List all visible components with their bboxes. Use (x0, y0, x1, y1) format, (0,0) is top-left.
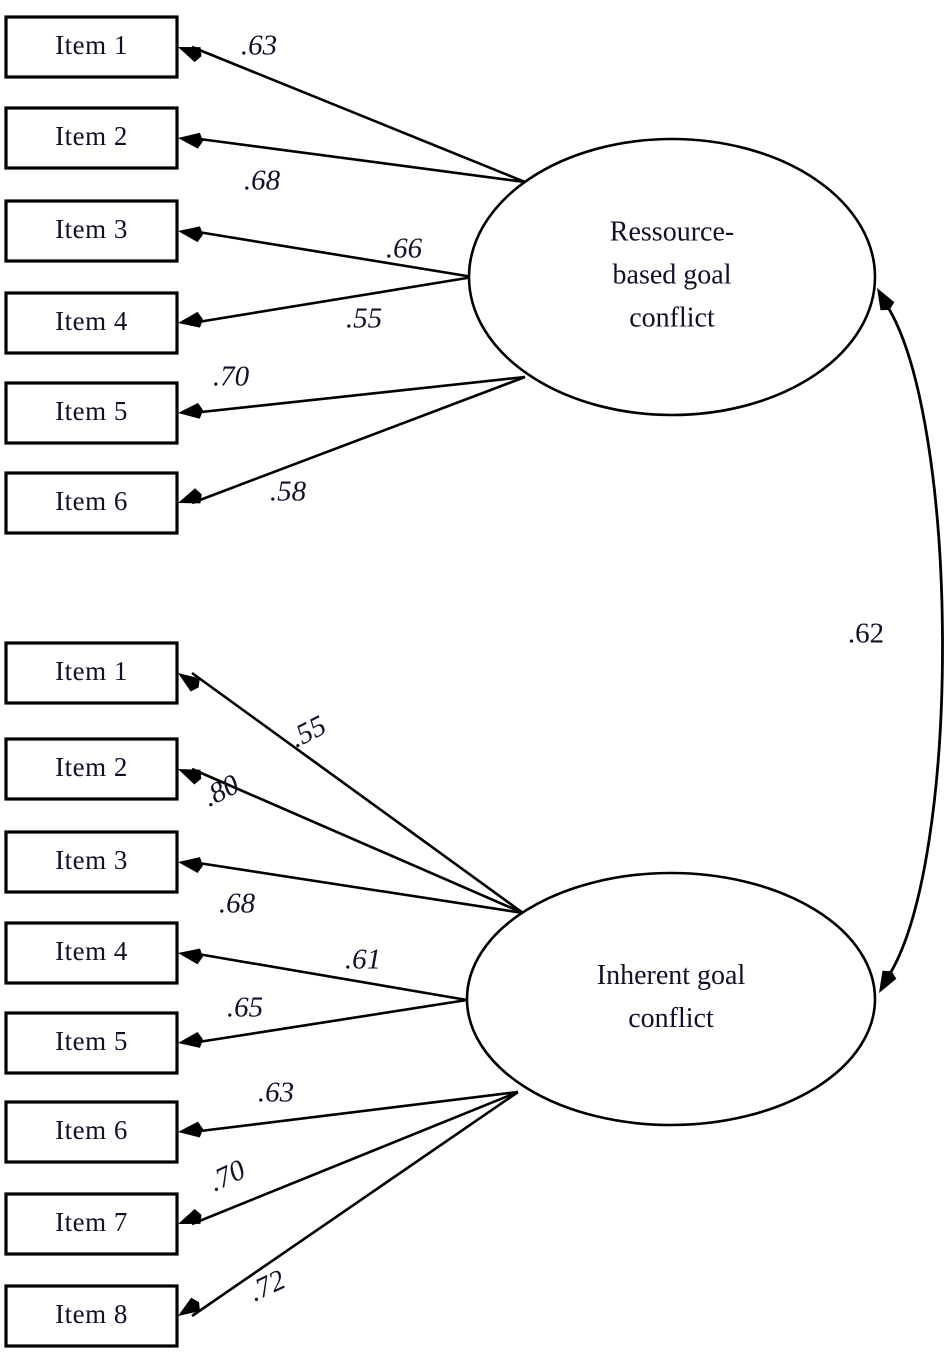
factor-loading-arrowhead (178, 311, 203, 328)
indicator-box[interactable]: Item 4 (4, 921, 179, 985)
indicator-label: Item 2 (55, 121, 128, 151)
indicator-label: Item 4 (55, 306, 128, 336)
factor-label-line: conflict (629, 302, 715, 333)
indicator-box[interactable]: Item 4 (4, 291, 179, 355)
indicator-label: Item 1 (55, 656, 128, 686)
factor-loading-path (191, 375, 526, 505)
covariance-coefficient: .62 (848, 618, 884, 650)
factor-loading-arrowhead (178, 857, 203, 873)
factor-loading-path (191, 275, 474, 325)
loading-coefficient: .68 (244, 165, 281, 197)
indicator-label: Item 5 (55, 1026, 128, 1056)
factor-loading-arrowhead (178, 226, 203, 243)
factor-loading-path (191, 45, 526, 184)
indicator-label: Item 5 (55, 396, 128, 426)
loading-coefficient: .68 (219, 888, 256, 920)
indicator-box[interactable]: Item 3 (4, 830, 179, 894)
indicator-box-outline (4, 199, 179, 263)
factor-ellipse-outline (467, 137, 877, 417)
indicator-box-outline (4, 291, 179, 355)
loading-coefficient: .66 (386, 233, 423, 265)
factor-loading-path (191, 951, 468, 1002)
loading-coefficient: .55 (346, 303, 382, 335)
indicator-label: Item 3 (55, 845, 128, 875)
factor-label-line: Ressource- (610, 216, 734, 247)
indicator-box-outline (4, 921, 179, 985)
indicator-box-outline (4, 641, 179, 705)
covariance-arrowhead-bottom (879, 970, 897, 993)
indicator-box-outline (4, 1192, 179, 1256)
indicator-box[interactable]: Item 6 (4, 1100, 179, 1164)
latent-factor[interactable]: Ressource-based goal conflict (467, 137, 877, 417)
indicator-box-outline (4, 737, 179, 801)
factor-covariance-path (884, 303, 944, 978)
indicator-box[interactable]: Item 5 (4, 1011, 179, 1075)
factor-loading-arrowhead (178, 47, 202, 63)
indicator-box[interactable]: Item 2 (4, 737, 179, 801)
indicator-label: Item 6 (55, 1115, 128, 1145)
indicator-box[interactable]: Item 5 (4, 381, 179, 445)
factor-loading-arrowhead (178, 132, 203, 149)
loading-coefficient: .70 (213, 361, 250, 393)
indicator-label: Item 3 (55, 214, 128, 244)
latent-factor[interactable]: Inherent goal conflict (465, 871, 877, 1127)
indicator-label: Item 6 (55, 486, 128, 516)
indicator-box-outline (4, 830, 179, 894)
factor-loading-arrowhead (178, 1297, 200, 1316)
loading-coefficient: .61 (345, 944, 381, 976)
factor-loading-path (191, 1090, 519, 1134)
factor-loading-arrowhead (178, 488, 202, 504)
loading-coefficient: .58 (270, 476, 307, 508)
path-layer (178, 45, 944, 1318)
indicator-box[interactable]: Item 6 (4, 471, 179, 535)
factor-loading-arrowhead (178, 673, 200, 692)
covariance-arrowhead-top (877, 288, 895, 311)
factor-loading-arrowhead (178, 1208, 202, 1224)
indicator-box[interactable]: Item 7 (4, 1192, 179, 1256)
indicator-box[interactable]: Item 3 (4, 199, 179, 263)
indicator-box[interactable]: Item 8 (4, 1284, 179, 1348)
factor-loading-path (191, 998, 468, 1045)
indicator-label: Item 1 (55, 30, 128, 60)
indicator-label: Item 2 (55, 752, 128, 782)
factor-loading-path (191, 1090, 519, 1318)
factor-loading-arrowhead (178, 948, 203, 965)
factor-loading-arrowhead (178, 1032, 203, 1048)
factor-loading-path (191, 229, 474, 279)
factor-label-line: Inherent goal (597, 960, 746, 991)
factor-loading-path (191, 860, 524, 915)
indicator-box[interactable]: Item 2 (4, 106, 179, 170)
indicator-box[interactable]: Item 1 (4, 641, 179, 705)
loading-coefficient: .63 (258, 1077, 294, 1109)
indicator-box-outline (4, 1011, 179, 1075)
factor-loading-arrowhead (178, 402, 204, 419)
factor-label-line: conflict (628, 1003, 714, 1034)
factor-loading-arrowhead (178, 1121, 204, 1138)
indicator-box-outline (4, 471, 179, 535)
factor-ellipse-outline (465, 871, 877, 1127)
indicator-box-outline (4, 106, 179, 170)
factor-loading-path (191, 767, 524, 915)
factor-loading-path (191, 375, 526, 415)
indicator-box-outline (4, 1284, 179, 1348)
indicator-box-outline (4, 15, 179, 79)
loading-coefficient: .65 (227, 992, 263, 1024)
indicator-box-outline (4, 1100, 179, 1164)
indicator-label: Item 7 (55, 1207, 128, 1237)
indicator-box-outline (4, 381, 179, 445)
factor-label-line: based goal (613, 259, 732, 290)
indicator-layer: Item 1 Item 2 Item 3 Item 4 Item 5 Item 6 Item… (4, 15, 179, 1348)
loading-coefficient: .63 (241, 30, 277, 62)
indicator-box[interactable]: Item 1 (4, 15, 179, 79)
indicator-label: Item 8 (55, 1299, 128, 1329)
factor-loading-arrowhead (178, 769, 202, 785)
factor-loading-path (191, 671, 524, 915)
indicator-label: Item 4 (55, 936, 128, 966)
factor-loading-path (191, 1090, 519, 1226)
factor-loading-path (191, 136, 526, 184)
